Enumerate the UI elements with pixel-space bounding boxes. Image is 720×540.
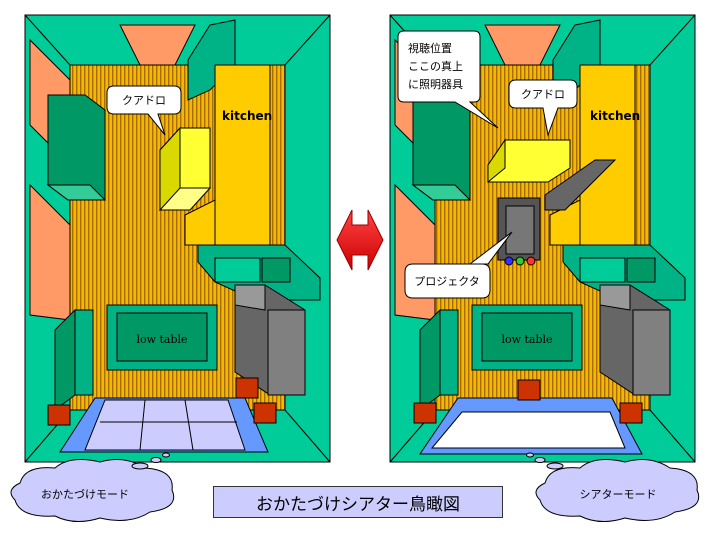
- right-callout-label: クアドロ: [521, 88, 565, 101]
- projector-lens-red: [526, 256, 536, 266]
- left-red-block-1: [47, 404, 71, 426]
- lighting-note-line-2: ここの真上: [408, 59, 463, 73]
- lighting-note-line-3: に照明器具: [408, 78, 463, 91]
- right-kitchen: [579, 64, 636, 246]
- projector-callout: [404, 231, 513, 299]
- left-kitchen: [214, 64, 271, 246]
- left-cabinet: [47, 94, 106, 201]
- right-screen: [430, 411, 626, 449]
- right-low-table-label: low table: [501, 333, 552, 346]
- projector-lens-green: [515, 256, 525, 266]
- left-callout-label: クアドロ: [122, 94, 166, 107]
- lighting-note-callout: [397, 30, 499, 129]
- left-mode-label: おかたづけモード: [41, 488, 129, 501]
- left-callout: [106, 85, 182, 136]
- right-mode-label: シアターモード: [580, 488, 657, 501]
- right-cabinet: [412, 94, 471, 201]
- diagram-title: おかたづけシアター鳥瞰図: [213, 486, 503, 518]
- projector-callout-label: プロジェクタ: [414, 275, 480, 288]
- right-room: kitchen low table 視聴位置 ここの真上: [389, 14, 696, 463]
- left-low-table-label: low table: [136, 333, 187, 346]
- right-callout: [508, 79, 578, 137]
- left-kitchen-label: kitchen: [222, 109, 272, 123]
- projector-arm: [544, 159, 617, 211]
- right-mode-cloud: シアターモード: [526, 452, 700, 522]
- double-arrow-icon: [336, 209, 384, 271]
- right-red-block-1: [413, 402, 437, 424]
- left-room: kitchen low table クアドロ: [24, 14, 331, 463]
- left-mode-cloud: おかたづけモード: [10, 452, 175, 522]
- right-kitchen-label: kitchen: [590, 109, 640, 123]
- left-top-speaker: [119, 24, 196, 66]
- left-upper-shelf: [187, 19, 236, 101]
- lighting-note-line-1: 視聴位置: [408, 41, 452, 55]
- projector-lens-blue: [504, 256, 514, 266]
- right-top-speaker: [484, 24, 561, 66]
